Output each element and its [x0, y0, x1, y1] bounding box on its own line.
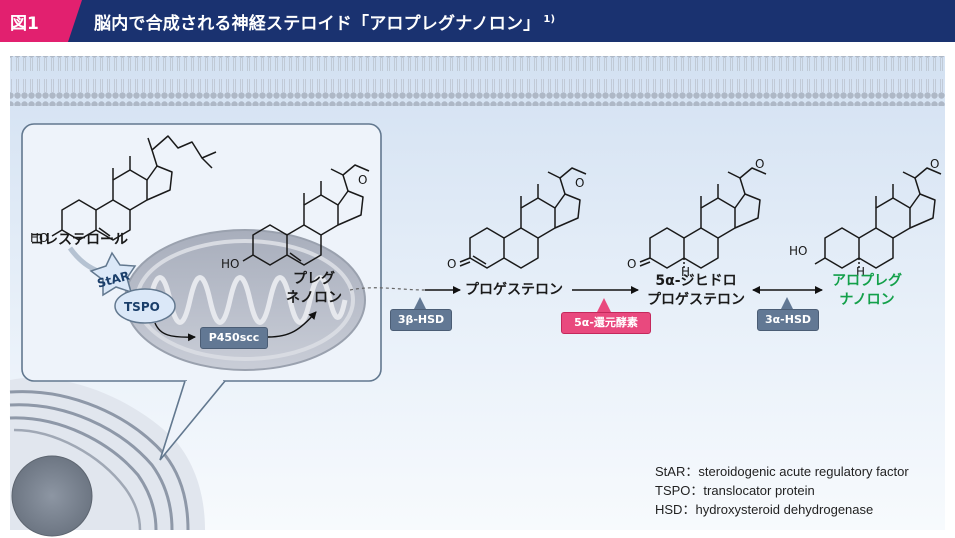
- progesterone-o2: O: [575, 176, 584, 190]
- pregnenolone-structure: [242, 164, 370, 266]
- progesterone-label: プロゲステロン: [465, 282, 563, 298]
- pregnenolone-ho: HO: [221, 257, 239, 271]
- legend-item-star: StAR：steroidogenic acute regulatory fact…: [655, 464, 909, 479]
- pregnenolone-line2: ネノロン: [286, 290, 342, 306]
- figure-tag: 図1: [0, 0, 82, 42]
- title-reference: 1): [543, 14, 556, 26]
- cholesterol-structure: [51, 135, 217, 241]
- p450scc-badge: P450scc: [200, 327, 268, 349]
- cell-membrane: [10, 56, 945, 106]
- dihydro-line2: プロゲステロン: [647, 292, 745, 308]
- title-text: 脳内で合成される神経ステロイド「アロプレグナノロン」: [94, 14, 541, 34]
- allo-line2: ナノロン: [839, 292, 895, 308]
- hsd3a-badge: 3α-HSD: [757, 309, 819, 331]
- cell-nucleus: [9, 377, 205, 537]
- allo-line1: アロプレグ: [832, 273, 902, 289]
- dihydroprogesterone-structure: [639, 167, 767, 269]
- reductase-badge: 5α-還元酵素: [561, 312, 651, 334]
- progesterone-o: O: [447, 257, 456, 271]
- allopregnanolone-structure: [814, 167, 942, 269]
- abbreviation-legend: StAR：steroidogenic acute regulatory fact…: [655, 462, 909, 519]
- dihydro-h: H: [681, 265, 690, 279]
- star-shape: [89, 251, 137, 297]
- figure-title: 脳内で合成される神経ステロイド「アロプレグナノロン」1): [94, 9, 555, 34]
- pregnenolone-label: プレグ ネノロン: [286, 270, 342, 308]
- figure-number: 図1: [10, 14, 39, 34]
- allopregnanolone-label: アロプレグ ナノロン: [832, 272, 902, 310]
- allo-h: H: [856, 265, 865, 279]
- figure-header: 図1 脳内で合成される神経ステロイド「アロプレグナノロン」1): [0, 0, 955, 42]
- hsd3b-badge: 3β-HSD: [390, 309, 452, 331]
- dihydroprogesterone-label: 5α-ジヒドロ プロゲステロン: [647, 272, 745, 310]
- dihydro-line1: 5α-ジヒドロ: [655, 273, 737, 289]
- legend-item-hsd: HSD：hydroxysteroid dehydrogenase: [655, 502, 874, 517]
- allo-o: O: [930, 157, 939, 171]
- tspo-shape: [114, 288, 176, 324]
- tspo-label: TSPO: [124, 300, 160, 314]
- dihydro-o: O: [627, 257, 636, 271]
- cholesterol-ho: HO: [30, 231, 48, 245]
- pregnenolone-line1: プレグ: [293, 271, 335, 287]
- cholesterol-label: コレステロール: [30, 232, 128, 248]
- pregnenolone-o: O: [358, 173, 367, 187]
- allo-ho: HO: [789, 244, 807, 258]
- progesterone-structure: [459, 167, 587, 269]
- dihydro-o2: O: [755, 157, 764, 171]
- legend-item-tspo: TSPO：translocator protein: [655, 483, 815, 498]
